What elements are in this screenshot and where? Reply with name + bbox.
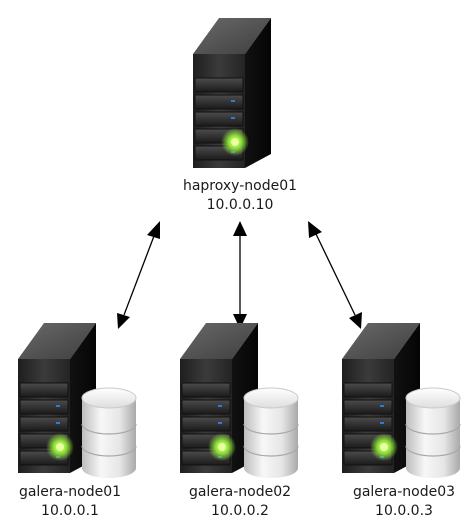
galera-node01-server-icon bbox=[18, 323, 96, 473]
haproxy-node-ip: 10.0.0.10 bbox=[206, 197, 274, 213]
galera-node02-name: galera-node02 bbox=[188, 484, 292, 500]
connection-arrows bbox=[117, 221, 362, 329]
arrow-haproxy-to-node02 bbox=[233, 221, 247, 329]
galera-node03-ip: 10.0.0.3 bbox=[375, 503, 433, 519]
haproxy-server-icon bbox=[193, 18, 271, 168]
galera-node01-ip: 10.0.0.1 bbox=[41, 503, 99, 519]
arrow-haproxy-to-node01 bbox=[117, 221, 160, 329]
haproxy-node-name: haproxy-node01 bbox=[182, 178, 298, 194]
galera-node02-ip: 10.0.0.2 bbox=[211, 503, 269, 519]
galera-node01-database-icon bbox=[81, 387, 137, 478]
galera-node03-name: galera-node03 bbox=[352, 484, 456, 500]
galera-node02-database-icon bbox=[243, 387, 299, 478]
haproxy-node-label: haproxy-node01 10.0.0.10 bbox=[183, 177, 297, 215]
galera-node01-label: galera-node01 10.0.0.1 bbox=[19, 483, 121, 521]
arrow-haproxy-to-node03 bbox=[308, 221, 362, 329]
galera-node03-database-icon bbox=[405, 387, 461, 478]
galera-node01-name: galera-node01 bbox=[18, 484, 122, 500]
galera-node02-label: galera-node02 10.0.0.2 bbox=[189, 483, 291, 521]
galera-node03-label: galera-node03 10.0.0.3 bbox=[353, 483, 455, 521]
